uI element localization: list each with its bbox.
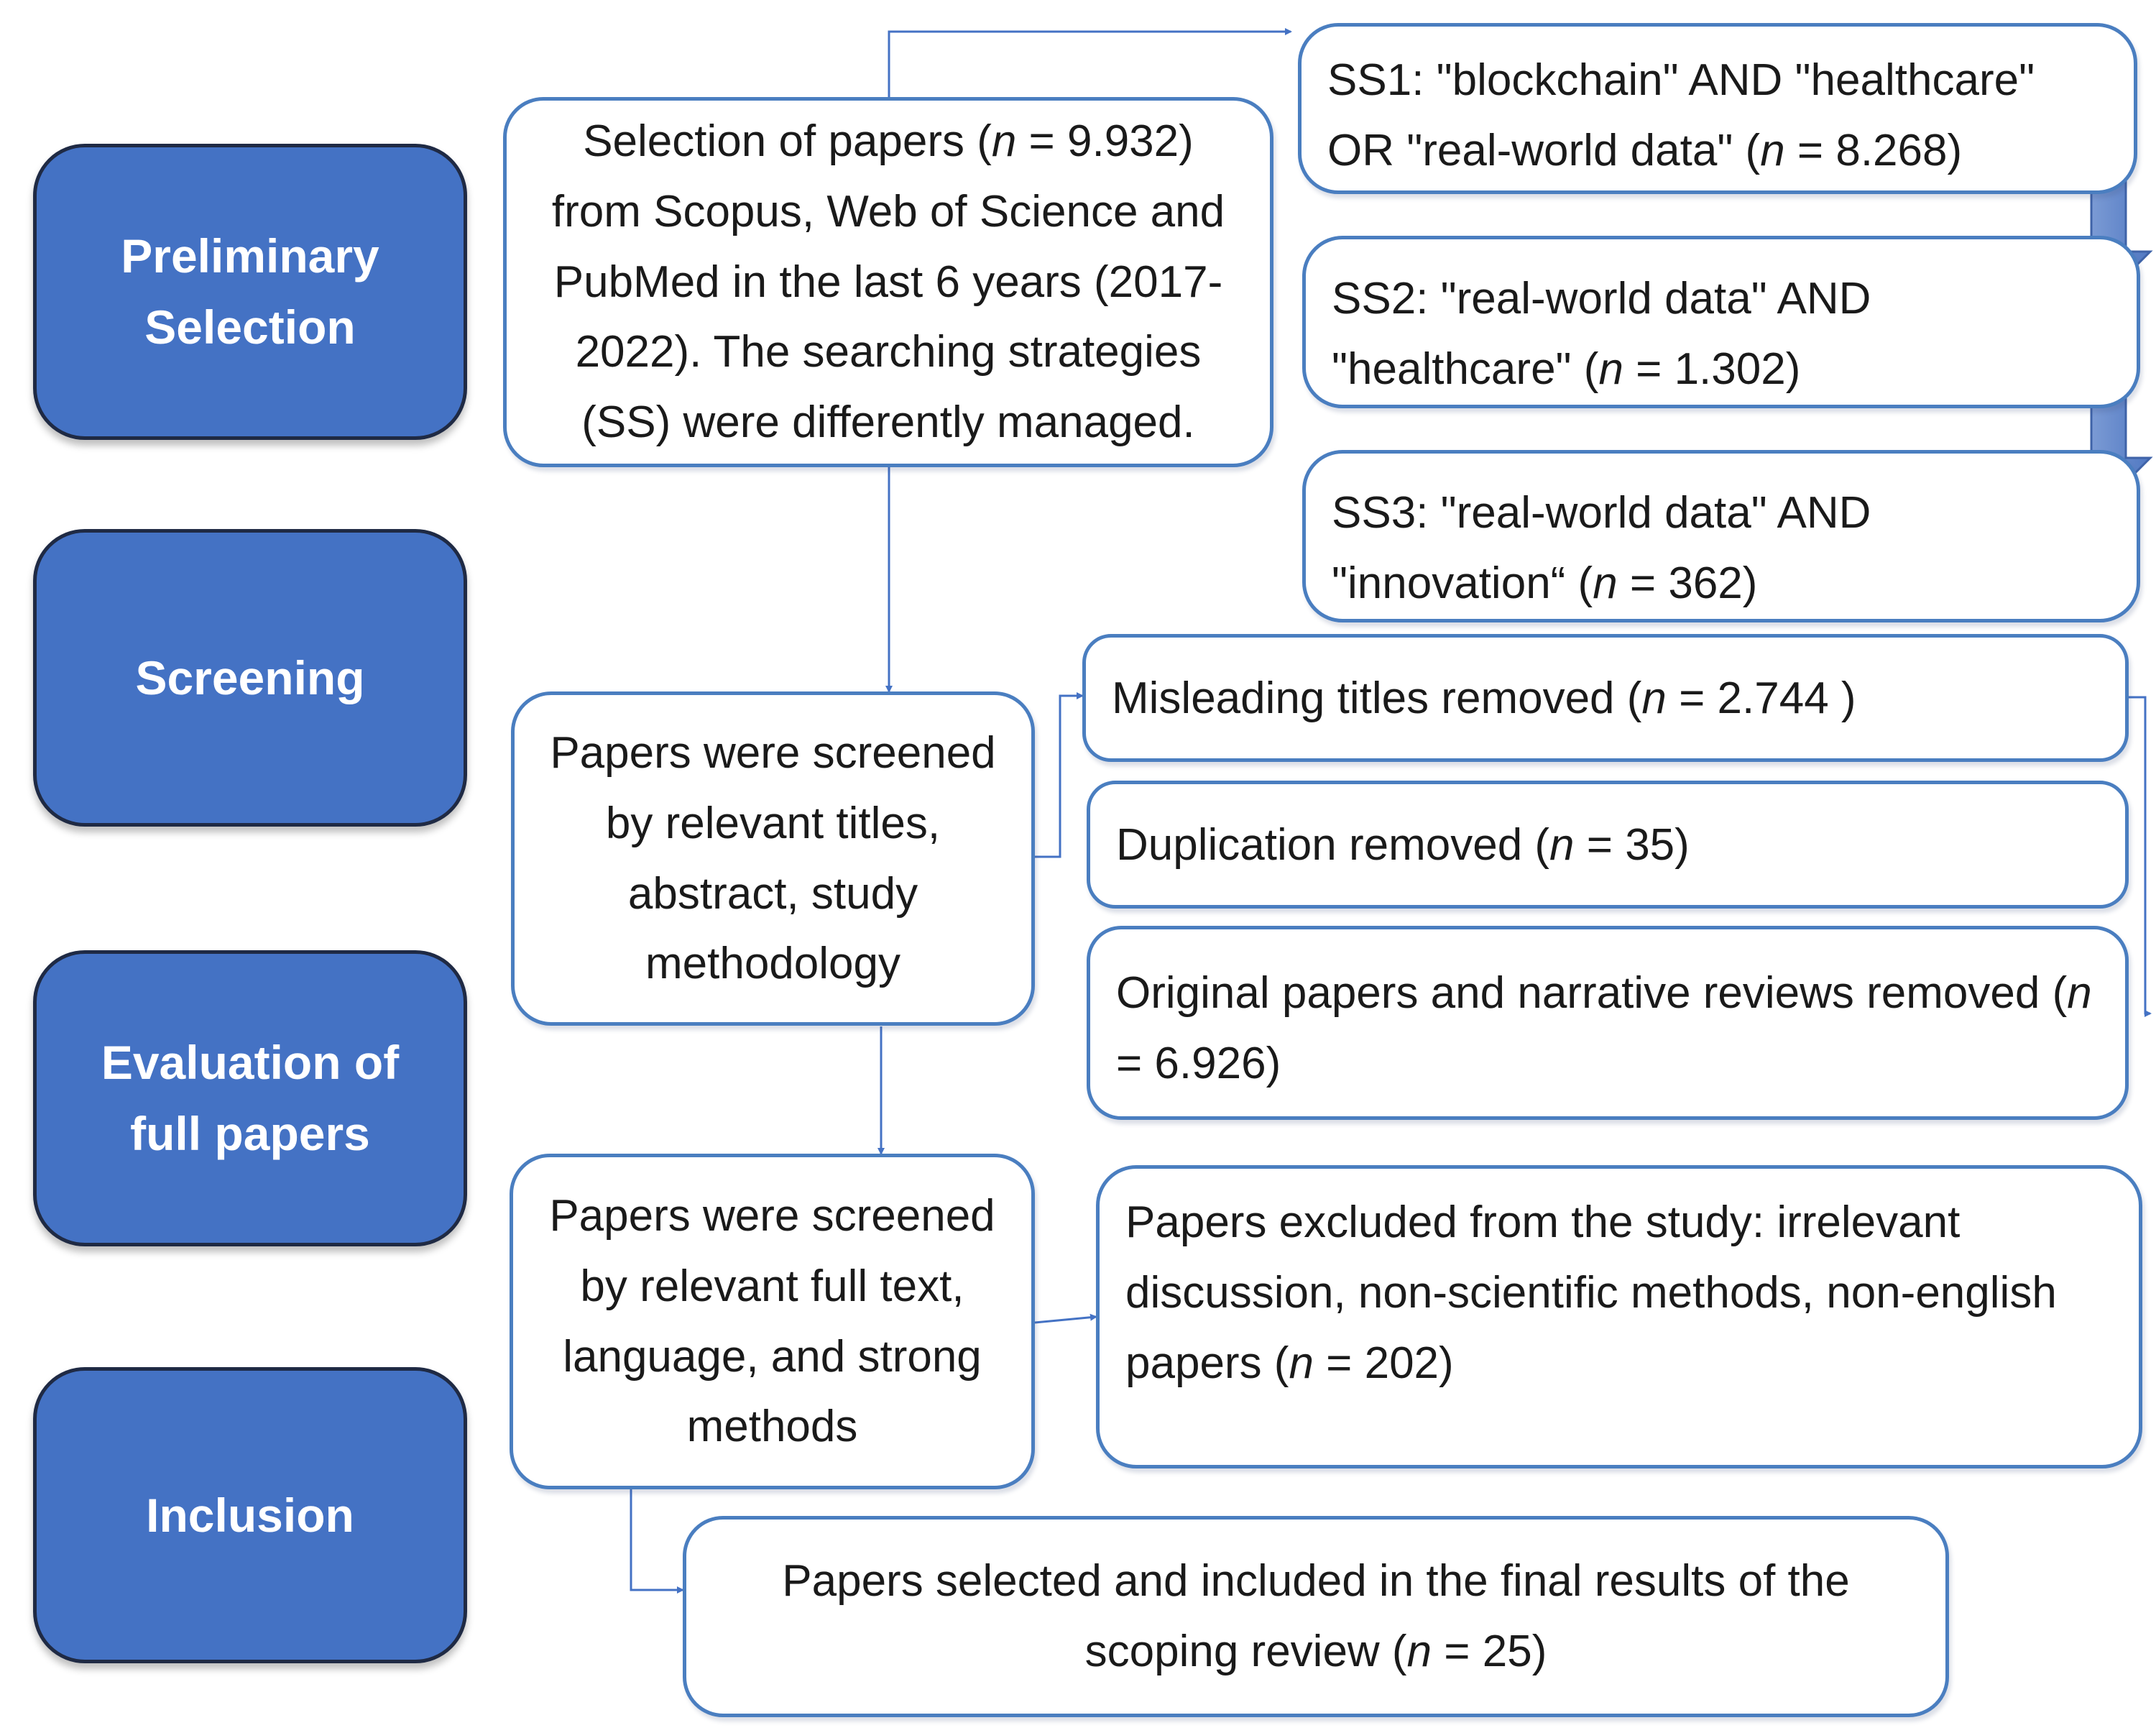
n-variable: n	[1641, 674, 1667, 723]
box-papers-excluded: Papers excluded from the study: irreleva…	[1096, 1165, 2142, 1468]
connector-selection-to-ss1	[888, 28, 1292, 97]
connector-fulltext-to-final	[630, 1489, 684, 1594]
n-variable: n	[2067, 968, 2092, 1018]
n-variable: n	[1406, 1627, 1432, 1676]
box-text: SS2: "real-world data" AND "healthcare" …	[1332, 274, 1871, 394]
box-ss2: SS2: "real-world data" AND "healthcare" …	[1302, 236, 2140, 408]
box-screened-fulltext: Papers were screened by relevant full te…	[510, 1154, 1035, 1489]
box-ss1: SS1: "blockchain" AND "healthcare" OR "r…	[1298, 23, 2137, 194]
box-text: Papers selected and included in the fina…	[782, 1556, 1850, 1676]
box-text: Papers were screened by relevant titles,…	[550, 727, 996, 989]
n-variable: n	[1289, 1338, 1314, 1388]
stage-label: Screening	[135, 651, 365, 704]
box-text: Selection of papers (n = 9.932) from Sco…	[551, 116, 1225, 448]
box-misleading-titles-removed: Misleading titles removed (n = 2.744 )	[1082, 634, 2129, 762]
n-variable: n	[1549, 820, 1575, 870]
connector-screening-to-removed	[1035, 692, 1084, 858]
box-duplication-removed: Duplication removed (n = 35)	[1087, 781, 2129, 909]
box-text: Papers were screened by relevant full te…	[549, 1190, 995, 1452]
box-original-papers-removed: Original papers and narrative reviews re…	[1087, 926, 2129, 1120]
n-variable: n	[1598, 344, 1623, 394]
stage-label: Preliminary Selection	[121, 229, 379, 354]
stage-preliminary-selection: Preliminary Selection	[33, 144, 467, 440]
box-text: Duplication removed (n = 35)	[1116, 820, 1690, 870]
box-text: Original papers and narrative reviews re…	[1116, 968, 2092, 1088]
box-screened-titles: Papers were screened by relevant titles,…	[511, 691, 1035, 1026]
box-text: SS1: "blockchain" AND "healthcare" OR "r…	[1327, 55, 2035, 175]
stage-inclusion: Inclusion	[33, 1367, 467, 1663]
n-variable: n	[991, 116, 1017, 166]
box-selection-of-papers: Selection of papers (n = 9.932) from Sco…	[503, 97, 1273, 467]
connector-fulltext-to-excluded	[1034, 1313, 1097, 1324]
stage-screening: Screening	[33, 529, 467, 827]
box-text: Papers excluded from the study: irreleva…	[1125, 1198, 2057, 1388]
stage-label: Evaluation of full papers	[101, 1036, 400, 1160]
box-text: SS3: "real-world data" AND "innovation“ …	[1332, 488, 1871, 608]
n-variable: n	[1593, 558, 1618, 608]
box-text: Misleading titles removed (n = 2.744 )	[1112, 674, 1856, 723]
box-ss3: SS3: "real-world data" AND "innovation“ …	[1302, 450, 2140, 622]
stage-evaluation-of-full-papers: Evaluation of full papers	[33, 950, 467, 1246]
box-final-included: Papers selected and included in the fina…	[683, 1516, 1949, 1717]
connector-removed-right-bracket	[2127, 696, 2152, 1017]
stage-label: Inclusion	[146, 1488, 354, 1542]
n-variable: n	[1760, 125, 1785, 175]
